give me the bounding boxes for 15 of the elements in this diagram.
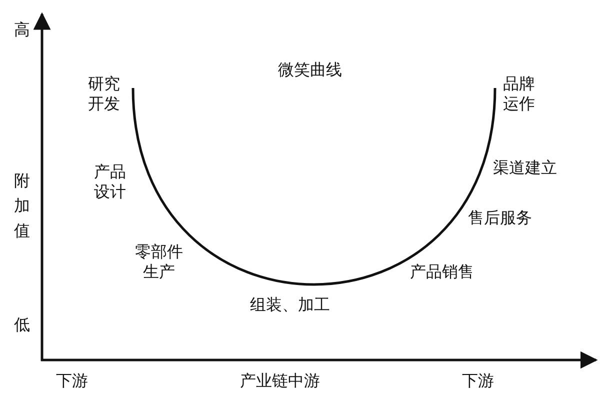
stage-label: 售后服务	[468, 208, 532, 228]
stage-label: 品牌运作	[503, 74, 536, 114]
axis-label: 下游	[462, 371, 494, 391]
axis-label: 产业链中游	[240, 371, 320, 391]
stage-label: 研究开发	[88, 74, 121, 114]
axis-label: 附加值	[14, 170, 31, 242]
axis-label: 下游	[56, 371, 88, 391]
stage-label: 零部件生产	[134, 242, 184, 282]
axis-label: 高	[14, 20, 30, 40]
stage-label: 组装、加工	[250, 295, 330, 315]
stage-label: 产品销售	[410, 262, 474, 282]
stage-label: 产品设计	[94, 162, 127, 202]
chart-title: 微笑曲线	[278, 60, 342, 80]
stage-label: 渠道建立	[493, 158, 557, 178]
axis-label: 低	[14, 315, 30, 335]
